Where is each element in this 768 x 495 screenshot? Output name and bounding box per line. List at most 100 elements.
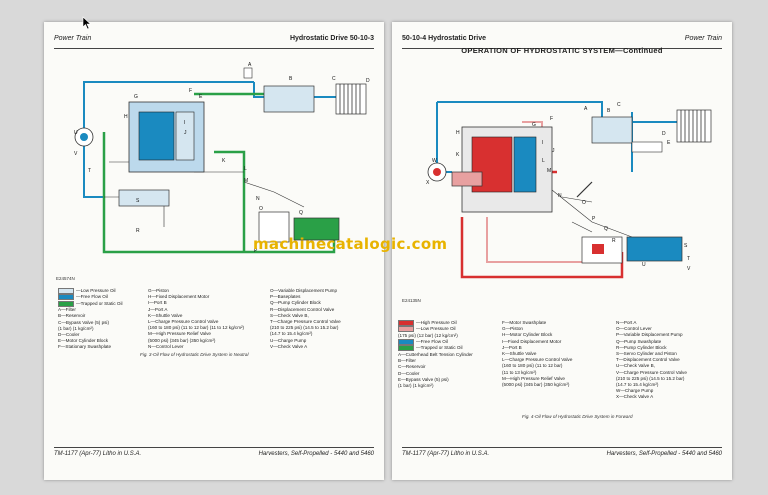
svg-text:M: M	[547, 168, 551, 174]
svg-text:B: B	[607, 108, 611, 114]
servo-cylinder	[293, 217, 340, 241]
svg-text:K: K	[222, 158, 226, 164]
svg-text:R: R	[612, 238, 616, 244]
swashplate	[175, 111, 195, 161]
svg-text:W: W	[432, 158, 437, 164]
control-lever	[576, 181, 593, 198]
swatch-free	[58, 294, 74, 301]
watermark: machinecatalogic.com	[253, 235, 448, 253]
svg-text:S: S	[684, 243, 688, 249]
right-header-section: Power Train	[684, 35, 722, 42]
displacement-valve	[258, 211, 290, 243]
svg-text:D: D	[662, 131, 666, 137]
mouse-cursor-icon	[82, 16, 92, 30]
forward-flow-diagram: A BC DE F G H I J K L M N O P QR S T U V W X	[426, 101, 712, 279]
swatch-low	[398, 326, 414, 333]
svg-text:V: V	[687, 266, 691, 272]
svg-text:C: C	[332, 76, 336, 82]
cooler	[335, 83, 367, 115]
high-pressure-loop	[460, 217, 624, 279]
footer-model: Harvesters, Self-Propelled - 5440 and 54…	[258, 451, 374, 457]
svg-text:T: T	[88, 168, 91, 174]
svg-text:Q: Q	[604, 226, 608, 232]
svg-text:O: O	[582, 200, 586, 206]
cylinder-block	[138, 111, 175, 161]
charge-line	[83, 137, 104, 198]
belt-tension-cylinder	[631, 141, 663, 153]
filter	[243, 67, 253, 79]
legend-swatch-row: —Low Pressure Oil	[398, 326, 473, 333]
swatch-high	[398, 320, 414, 326]
figure-caption: Fig. 3-Oil Flow of Hydrostatic Drive Sys…	[140, 352, 249, 357]
left-header-page-ref: Hydrostatic Drive 50-10-3	[289, 35, 374, 42]
footer-doc-id: TM-1177 (Apr-77) Litho in U.S.A.	[54, 451, 142, 457]
swatch-trapped	[58, 300, 74, 307]
legend-col-1: —Low Pressure Oil —Free Flow Oil —Trappe…	[58, 288, 123, 350]
footer-model: Harvesters, Self-Propelled - 5440 and 54…	[606, 451, 722, 457]
svg-text:L: L	[542, 158, 545, 164]
svg-text:H: H	[456, 130, 460, 136]
left-page: Power Train Hydrostatic Drive 50-10-3	[44, 22, 384, 480]
swatch-trapped	[398, 345, 414, 352]
charge-control-valve	[118, 189, 170, 207]
left-header-section: Power Train	[54, 35, 92, 42]
svg-text:A: A	[584, 106, 588, 112]
legend-swatch-row: —Trapped or Static Oil	[398, 345, 473, 352]
footer-doc-id: TM-1177 (Apr-77) Litho in U.S.A.	[402, 451, 490, 457]
svg-text:J: J	[184, 130, 187, 136]
swatch-free	[398, 339, 414, 346]
diagram-code: E24135N	[402, 298, 421, 303]
svg-text:X: X	[426, 180, 430, 186]
svg-text:E: E	[199, 94, 203, 100]
svg-text:U: U	[74, 130, 78, 136]
svg-text:Q: Q	[299, 210, 303, 216]
right-page-footer: TM-1177 (Apr-77) Litho in U.S.A. Harvest…	[402, 447, 722, 460]
right-page: 50-10-4 Hydrostatic Drive Power Train OP…	[392, 22, 732, 480]
svg-text:K: K	[456, 152, 460, 158]
legend-swatch-row: —Trapped or Static Oil	[58, 300, 123, 307]
figure-caption: Fig. 4-Oil Flow of Hydrostatic Drive Sys…	[522, 414, 633, 419]
right-page-header: 50-10-4 Hydrostatic Drive Power Train	[402, 32, 722, 49]
svg-text:I: I	[184, 120, 185, 126]
svg-text:I: I	[542, 140, 543, 146]
left-page-footer: TM-1177 (Apr-77) Litho in U.S.A. Harvest…	[54, 447, 374, 460]
legend-swatch-row: —Low Pressure Oil	[58, 288, 123, 294]
swashplate	[513, 136, 537, 193]
svg-text:P: P	[254, 248, 258, 254]
return-line	[437, 101, 603, 117]
svg-text:E: E	[667, 140, 671, 146]
svg-text:O: O	[259, 206, 263, 212]
servo-cylinder	[626, 236, 683, 262]
svg-text:F: F	[189, 88, 192, 94]
svg-text:C: C	[617, 102, 621, 108]
svg-text:G: G	[134, 94, 138, 100]
legend-swatch-row: —Free Flow Oil	[398, 339, 473, 346]
legend-col-1: —High Pressure Oil —Low Pressure Oil (17…	[398, 320, 473, 388]
svg-text:P: P	[592, 216, 596, 222]
svg-text:G: G	[532, 122, 536, 128]
diagram-code: E24574N	[56, 276, 75, 281]
svg-text:J: J	[552, 148, 555, 154]
cylinder-block	[471, 136, 513, 193]
svg-text:U: U	[642, 262, 646, 268]
svg-text:B: B	[289, 76, 293, 82]
page-title: OPERATION OF HYDROSTATIC SYSTEM—Continue…	[461, 46, 663, 55]
svg-text:D: D	[366, 78, 370, 84]
reservoir	[591, 116, 633, 144]
svg-text:N: N	[558, 193, 562, 199]
cooler	[676, 109, 712, 143]
svg-text:N: N	[256, 196, 260, 202]
charge-control-valve	[451, 171, 483, 187]
svg-text:F: F	[550, 116, 553, 122]
right-header-page-ref: 50-10-4 Hydrostatic Drive	[402, 35, 487, 42]
legend-swatch-row: —Free Flow Oil	[58, 294, 123, 301]
swatch-low	[58, 288, 74, 294]
svg-text:R: R	[136, 228, 140, 234]
svg-text:L: L	[244, 166, 247, 172]
svg-text:T: T	[687, 256, 690, 262]
legend-swatch-row: —High Pressure Oil	[398, 320, 473, 326]
